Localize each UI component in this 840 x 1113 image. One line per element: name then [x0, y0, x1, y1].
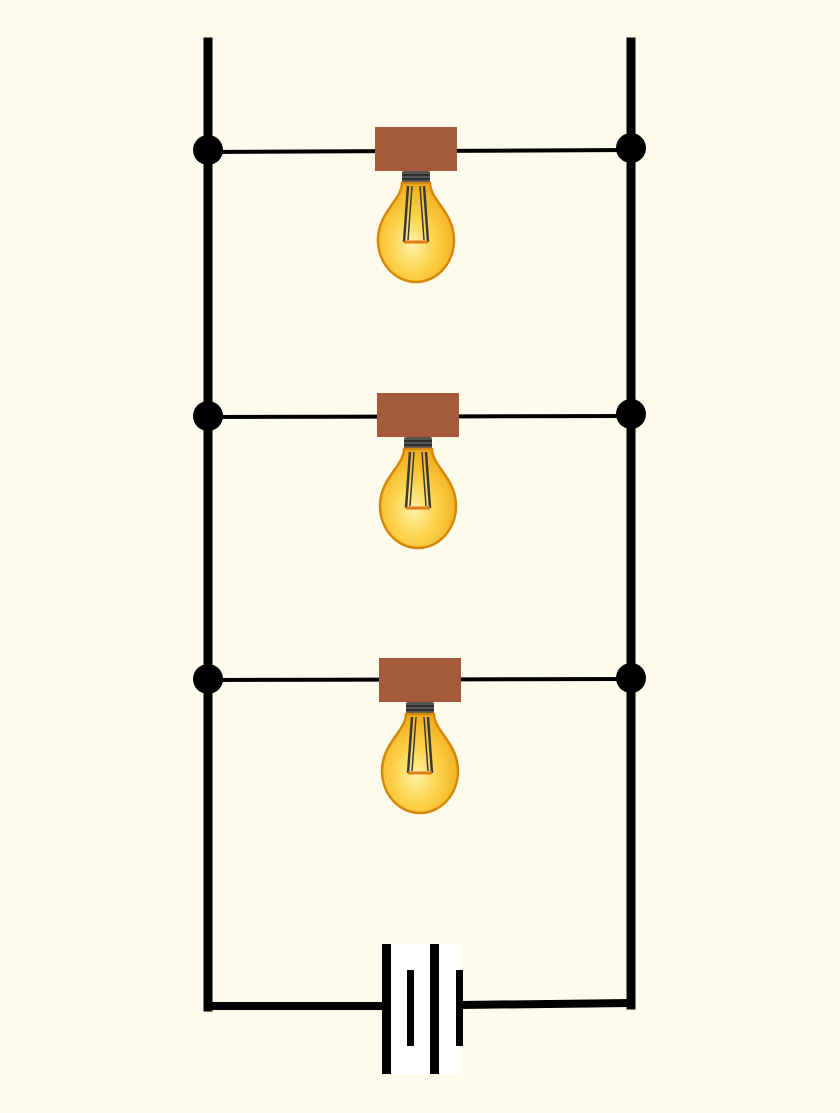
light-bulb-icon: [380, 702, 460, 815]
junction-node: [616, 399, 646, 429]
battery-plate-short: [456, 970, 463, 1046]
junction-node: [616, 133, 646, 163]
bottom-wire-right: [459, 999, 632, 1009]
battery-plate-long: [430, 944, 439, 1074]
lamp-3: [379, 658, 461, 815]
junction-node: [193, 135, 223, 165]
lamp-holder: [377, 393, 459, 437]
light-bulb-icon: [376, 171, 456, 284]
light-bulb-icon: [378, 437, 458, 550]
junction-node: [193, 401, 223, 431]
lamp-holder: [375, 127, 457, 171]
lamp-holder: [379, 658, 461, 702]
junction-node: [616, 663, 646, 693]
battery-plate-short: [407, 970, 414, 1046]
lamp-2: [377, 393, 459, 550]
lamp-1: [375, 127, 457, 284]
battery-plate-long: [382, 944, 391, 1074]
junction-node: [193, 664, 223, 694]
battery-symbol-icon: [382, 944, 463, 1074]
